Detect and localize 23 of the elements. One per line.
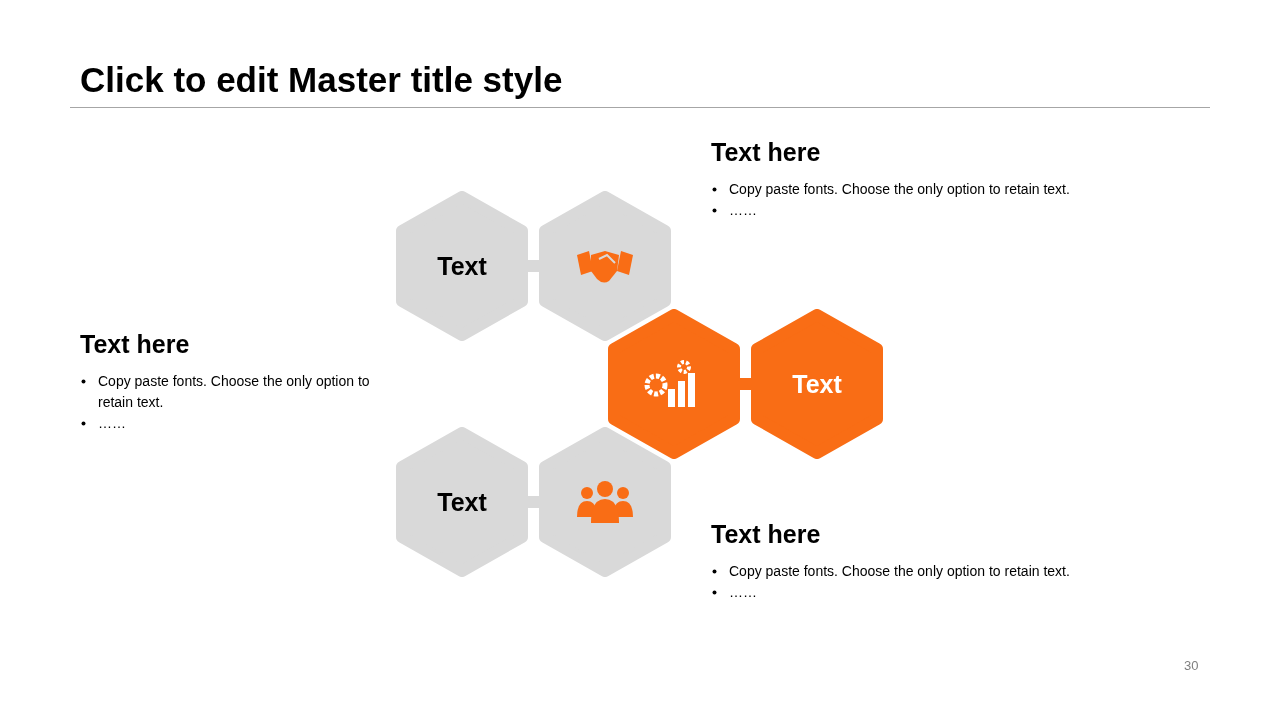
bullet-text: Copy paste fonts. Choose the only option to retain text. bbox=[729, 180, 1071, 199]
bullet-text: Copy paste fonts. Choose the only option to retain text. bbox=[729, 562, 1071, 581]
hexagon-label: Text bbox=[437, 487, 487, 517]
hexagon bbox=[396, 427, 528, 577]
connector bbox=[740, 378, 751, 390]
hexagon bbox=[539, 427, 671, 577]
connector bbox=[528, 496, 539, 508]
hexagon bbox=[608, 309, 740, 459]
bullet-text: …… bbox=[98, 414, 127, 433]
bullet-text: …… bbox=[729, 583, 758, 602]
bullet-text: Copy paste fonts. Choose the only option to retain text. bbox=[98, 372, 371, 412]
bullet-text: …… bbox=[729, 201, 758, 220]
connector bbox=[528, 260, 539, 272]
section-heading: Text here bbox=[711, 138, 821, 167]
section-heading: Text here bbox=[80, 330, 190, 359]
hexagon bbox=[396, 191, 528, 341]
hexagon-label: Text bbox=[792, 369, 842, 399]
slide-title: Click to edit Master title style bbox=[80, 60, 563, 100]
hexagon bbox=[539, 191, 671, 341]
page-number: 30 bbox=[1184, 658, 1199, 673]
hexagon-label: Text bbox=[437, 251, 487, 281]
section-heading: Text here bbox=[711, 520, 821, 549]
hexagon bbox=[751, 309, 883, 459]
